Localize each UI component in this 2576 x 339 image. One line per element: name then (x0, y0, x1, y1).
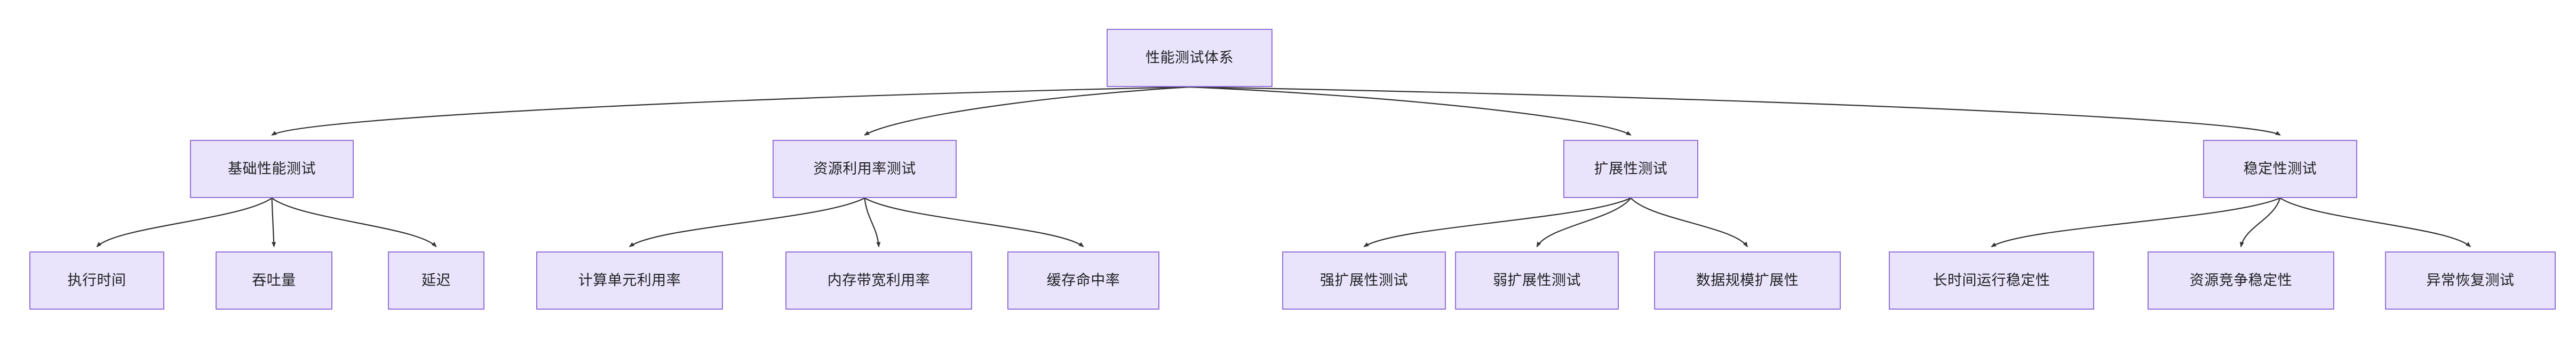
node-label: 稳定性测试 (2243, 161, 2317, 177)
edge-scale-to-weak-scale (1536, 198, 1632, 248)
node-stable[interactable]: 稳定性测试 (2203, 140, 2357, 198)
node-scale[interactable]: 扩展性测试 (1563, 140, 1698, 198)
node-cache-hit[interactable]: 缓存命中率 (1007, 251, 1159, 310)
node-label: 数据规模扩展性 (1696, 272, 1799, 289)
node-label: 执行时间 (67, 272, 126, 289)
edge-basic-to-exec-time (96, 198, 273, 248)
node-label: 延迟 (422, 272, 451, 289)
node-label: 资源利用率测试 (813, 161, 916, 177)
edge-stable-to-longrun (1991, 197, 2280, 247)
node-root[interactable]: 性能测试体系 (1107, 29, 1273, 87)
node-contention[interactable]: 资源竞争稳定性 (2148, 251, 2334, 310)
node-latency[interactable]: 延迟 (388, 251, 484, 310)
edge-scale-to-strong-scale (1363, 197, 1631, 247)
node-label: 扩展性测试 (1594, 161, 1668, 177)
node-recovery[interactable]: 异常恢复测试 (2385, 251, 2556, 310)
edge-root-to-scale (1189, 86, 1632, 136)
node-label: 性能测试体系 (1146, 50, 1234, 66)
edge-stable-to-contention (2240, 198, 2281, 248)
node-longrun[interactable]: 长时间运行稳定性 (1889, 251, 2094, 310)
node-basic[interactable]: 基础性能测试 (190, 140, 354, 198)
edge-resource-to-membw-util (864, 198, 881, 248)
edge-resource-to-compute-util (629, 198, 865, 247)
node-resource[interactable]: 资源利用率测试 (773, 140, 957, 198)
edge-paths (96, 86, 2471, 248)
node-label: 缓存命中率 (1046, 272, 1120, 289)
node-label: 弱扩展性测试 (1493, 272, 1581, 289)
node-label: 吞吐量 (252, 272, 296, 289)
node-data-scale[interactable]: 数据规模扩展性 (1654, 251, 1841, 310)
edge-scale-to-data-scale (1630, 198, 1748, 248)
node-compute-util[interactable]: 计算单元利用率 (536, 251, 723, 310)
node-label: 基础性能测试 (228, 161, 316, 177)
node-label: 长时间运行稳定性 (1933, 272, 2050, 289)
edge-basic-to-latency (271, 198, 437, 248)
edge-root-to-basic (271, 86, 1190, 136)
node-exec-time[interactable]: 执行时间 (29, 251, 164, 310)
node-strong-scale[interactable]: 强扩展性测试 (1282, 251, 1446, 310)
node-label: 计算单元利用率 (578, 272, 681, 289)
edge-root-to-resource (864, 86, 1190, 136)
node-weak-scale[interactable]: 弱扩展性测试 (1455, 251, 1619, 310)
node-label: 异常恢复测试 (2426, 272, 2515, 289)
node-label: 资源竞争稳定性 (2189, 272, 2293, 289)
node-label: 强扩展性测试 (1320, 272, 1408, 289)
node-label: 内存带宽利用率 (827, 272, 931, 289)
node-throughput[interactable]: 吞吐量 (216, 251, 332, 310)
edge-basic-to-throughput (271, 198, 276, 248)
edge-resource-to-cache-hit (864, 198, 1084, 247)
edge-stable-to-recovery (2279, 198, 2471, 247)
edge-root-to-stable (1189, 86, 2281, 136)
node-membw-util[interactable]: 内存带宽利用率 (785, 251, 972, 310)
